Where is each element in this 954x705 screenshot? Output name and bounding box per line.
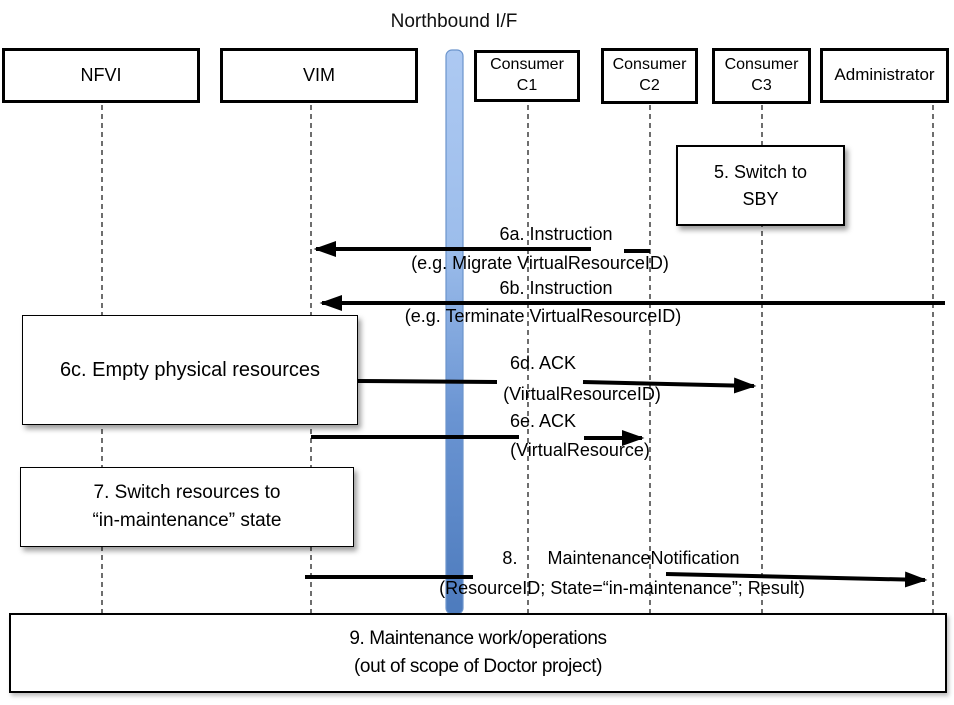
message-8-title: 8. MaintenanceNotification bbox=[502, 548, 740, 568]
actor-administrator: Administrator bbox=[820, 48, 949, 103]
message-6d-detail: (VirtualResourceID) bbox=[503, 384, 661, 404]
message-6b-title: 6b. Instruction bbox=[499, 278, 613, 298]
actor-administrator-label: Administrator bbox=[834, 65, 935, 85]
northbound-if-bar bbox=[445, 49, 464, 615]
actor-consumer-c1-label: Consumer C1 bbox=[490, 56, 564, 94]
message-6a-detail: (e.g. Migrate VirtualResourceID) bbox=[411, 253, 669, 273]
message-6b-detail: (e.g. Terminate VirtualResourceID) bbox=[404, 306, 682, 326]
actor-nfvi-label: NFVI bbox=[80, 64, 122, 85]
actor-consumer-c3-label: Consumer C3 bbox=[724, 56, 799, 94]
message-8-detail: (ResourceID; State=“in-maintenance”; Res… bbox=[439, 578, 805, 598]
note-switch-to-sby: 5. Switch to SBY bbox=[676, 145, 845, 226]
note-switch-resources-in-maintenance-label: 7. Switch resources to “in-maintenance” … bbox=[92, 482, 282, 531]
actor-vim-label: VIM bbox=[302, 64, 335, 85]
actor-consumer-c1: Consumer C1 bbox=[474, 50, 580, 102]
actor-nfvi: NFVI bbox=[2, 48, 200, 103]
message-6e-detail: (VirtualResource) bbox=[510, 440, 650, 460]
note-switch-to-sby-label: 5. Switch to SBY bbox=[713, 162, 808, 209]
note-maintenance-work: 9. Maintenance work/operations (out of s… bbox=[9, 613, 947, 693]
actor-consumer-c2-label: Consumer C2 bbox=[612, 56, 687, 94]
actor-consumer-c3: Consumer C3 bbox=[712, 48, 811, 104]
note-empty-physical-resources: 6c. Empty physical resources bbox=[22, 315, 358, 425]
note-switch-resources-in-maintenance: 7. Switch resources to “in-maintenance” … bbox=[20, 467, 354, 547]
actor-vim: VIM bbox=[220, 48, 418, 103]
message-6a-title: 6a. Instruction bbox=[499, 224, 613, 244]
message-6d-title: 6d. ACK bbox=[509, 353, 577, 373]
diagram-title: Northbound I/F bbox=[390, 11, 518, 32]
note-empty-physical-resources-label: 6c. Empty physical resources bbox=[59, 358, 321, 381]
arrow-6d-stub bbox=[357, 379, 498, 384]
message-6e-title: 6e. ACK bbox=[509, 411, 577, 431]
note-maintenance-work-label: 9. Maintenance work/operations (out of s… bbox=[349, 628, 607, 677]
actor-consumer-c2: Consumer C2 bbox=[601, 48, 698, 104]
